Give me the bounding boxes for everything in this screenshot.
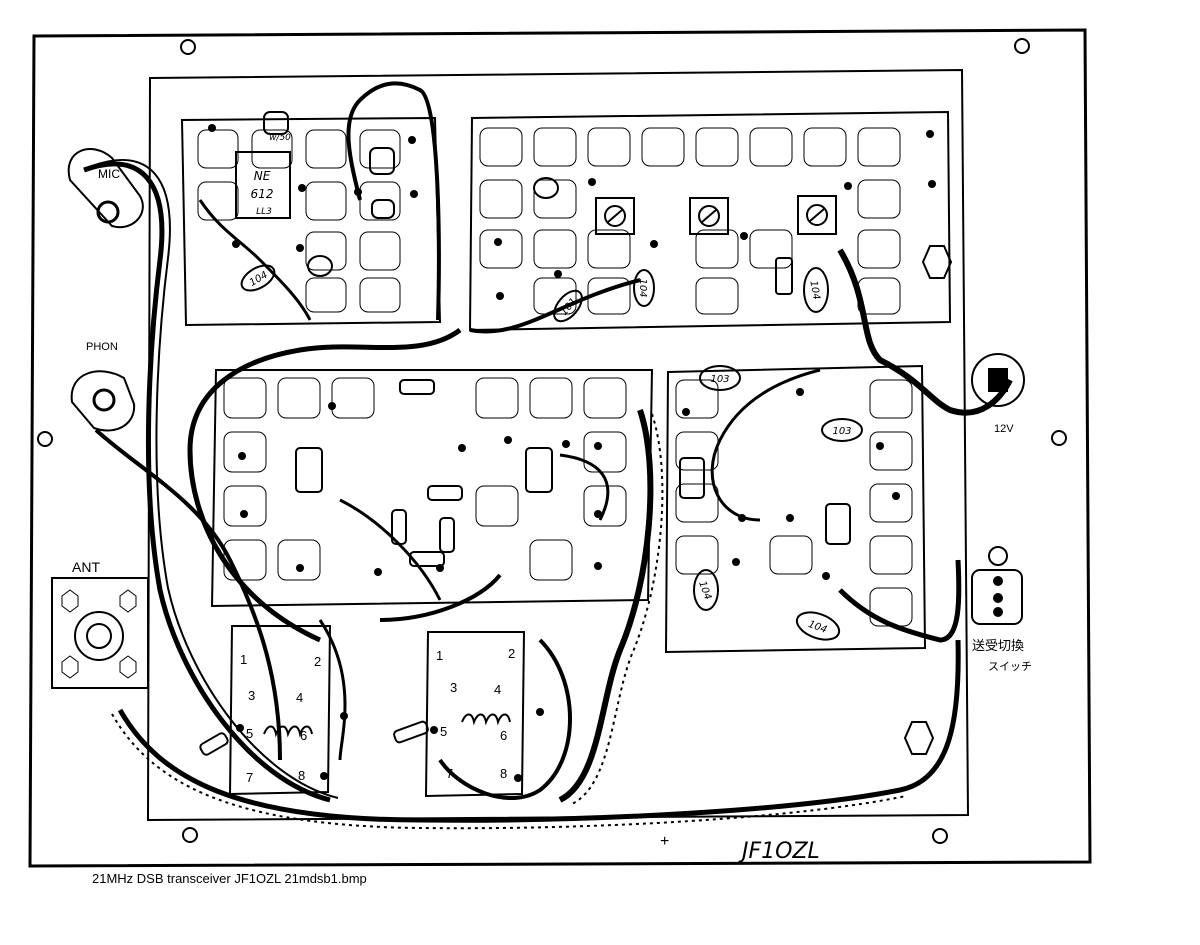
author-signature: JF1OZL: [738, 839, 820, 864]
mic-jack: [67, 148, 144, 229]
part-label: 103: [821, 418, 863, 442]
svg-text:NE: NE: [254, 169, 271, 183]
power-label: 12V: [994, 423, 1014, 435]
relay-pin: 1: [436, 648, 443, 663]
toggle-switch: [971, 546, 1023, 625]
relay-pins-left: 1 2 3 4 5 6 7 8: [240, 652, 321, 785]
switch-label: 送受切換: [972, 638, 1024, 653]
mount-hole: [182, 827, 198, 843]
part-label: 101: [553, 289, 583, 323]
mount-hole: [1014, 38, 1030, 54]
power-jack: [971, 353, 1025, 407]
svg-text:612: 612: [251, 187, 274, 201]
switch-label-sub: スイッチ: [988, 660, 1032, 673]
relay-pin: 6: [300, 728, 307, 743]
relay-pin: 5: [246, 726, 253, 741]
relay-pin: 2: [314, 654, 321, 669]
phon-label: PHON: [86, 341, 118, 353]
plus-mark: +: [660, 833, 669, 850]
part-label: 104: [693, 569, 719, 611]
mount-hole: [932, 828, 948, 844]
ant-label: ANT: [72, 559, 100, 575]
relay-pin: 2: [508, 646, 515, 661]
relay-pin: 3: [248, 688, 255, 703]
part-label: 104: [240, 264, 276, 292]
svg-text:103: 103: [710, 374, 729, 385]
relay-pin: 4: [296, 690, 303, 705]
svg-text:104: 104: [807, 280, 821, 301]
relay-pin: 4: [494, 682, 501, 697]
relay-board-right: [424, 631, 526, 798]
trimmer-pot: [595, 197, 635, 235]
wires: [83, 81, 1013, 830]
mount-hole: [180, 39, 196, 55]
mount-hole: [1051, 430, 1067, 446]
part-label: 104: [803, 267, 829, 313]
mic-label: MIC: [98, 167, 120, 181]
relay-pin: 3: [450, 680, 457, 695]
antenna-connector: [51, 577, 149, 689]
relay-pin: 7: [246, 770, 253, 785]
trimmer-pot: [797, 195, 837, 235]
relay-pins-right: 1 2 3 4 5 6 7 8: [436, 646, 515, 781]
relay-pin: 8: [298, 768, 305, 783]
svg-text:104: 104: [248, 270, 270, 289]
phone-jack: [70, 370, 136, 432]
mount-hole: [37, 431, 53, 447]
svg-text:104: 104: [807, 619, 829, 636]
board-middle-right: [664, 364, 927, 654]
relay-pin: 8: [500, 766, 507, 781]
board-middle-left: [210, 369, 654, 608]
relay-pin: 6: [500, 728, 507, 743]
board-top-left: [180, 116, 442, 327]
chassis-outline: [28, 28, 1092, 868]
svg-text:w/50: w/50: [269, 133, 291, 143]
hex-nut: [921, 245, 953, 279]
svg-text:103: 103: [832, 426, 851, 437]
solder-joints: [208, 124, 936, 782]
board-top-right: [468, 110, 952, 332]
relay-pin: 1: [240, 652, 247, 667]
part-label: 103: [699, 365, 741, 391]
components: [199, 111, 851, 756]
svg-text:104: 104: [637, 278, 648, 297]
part-label: 104: [633, 269, 655, 307]
svg-text:104: 104: [696, 580, 713, 602]
image-caption: 21MHz DSB transceiver JF1OZL 21mdsb1.bmp: [92, 871, 367, 886]
relay-pin: 7: [446, 766, 453, 781]
ic-ne612: NE 612 w/50 LL3: [235, 133, 291, 219]
trimmer-pot: [689, 197, 729, 235]
base-board: [146, 68, 970, 822]
svg-text:LL3: LL3: [256, 207, 272, 217]
part-label: 104: [795, 611, 841, 641]
hex-nut: [903, 721, 935, 755]
relay-pin: 5: [440, 724, 447, 739]
